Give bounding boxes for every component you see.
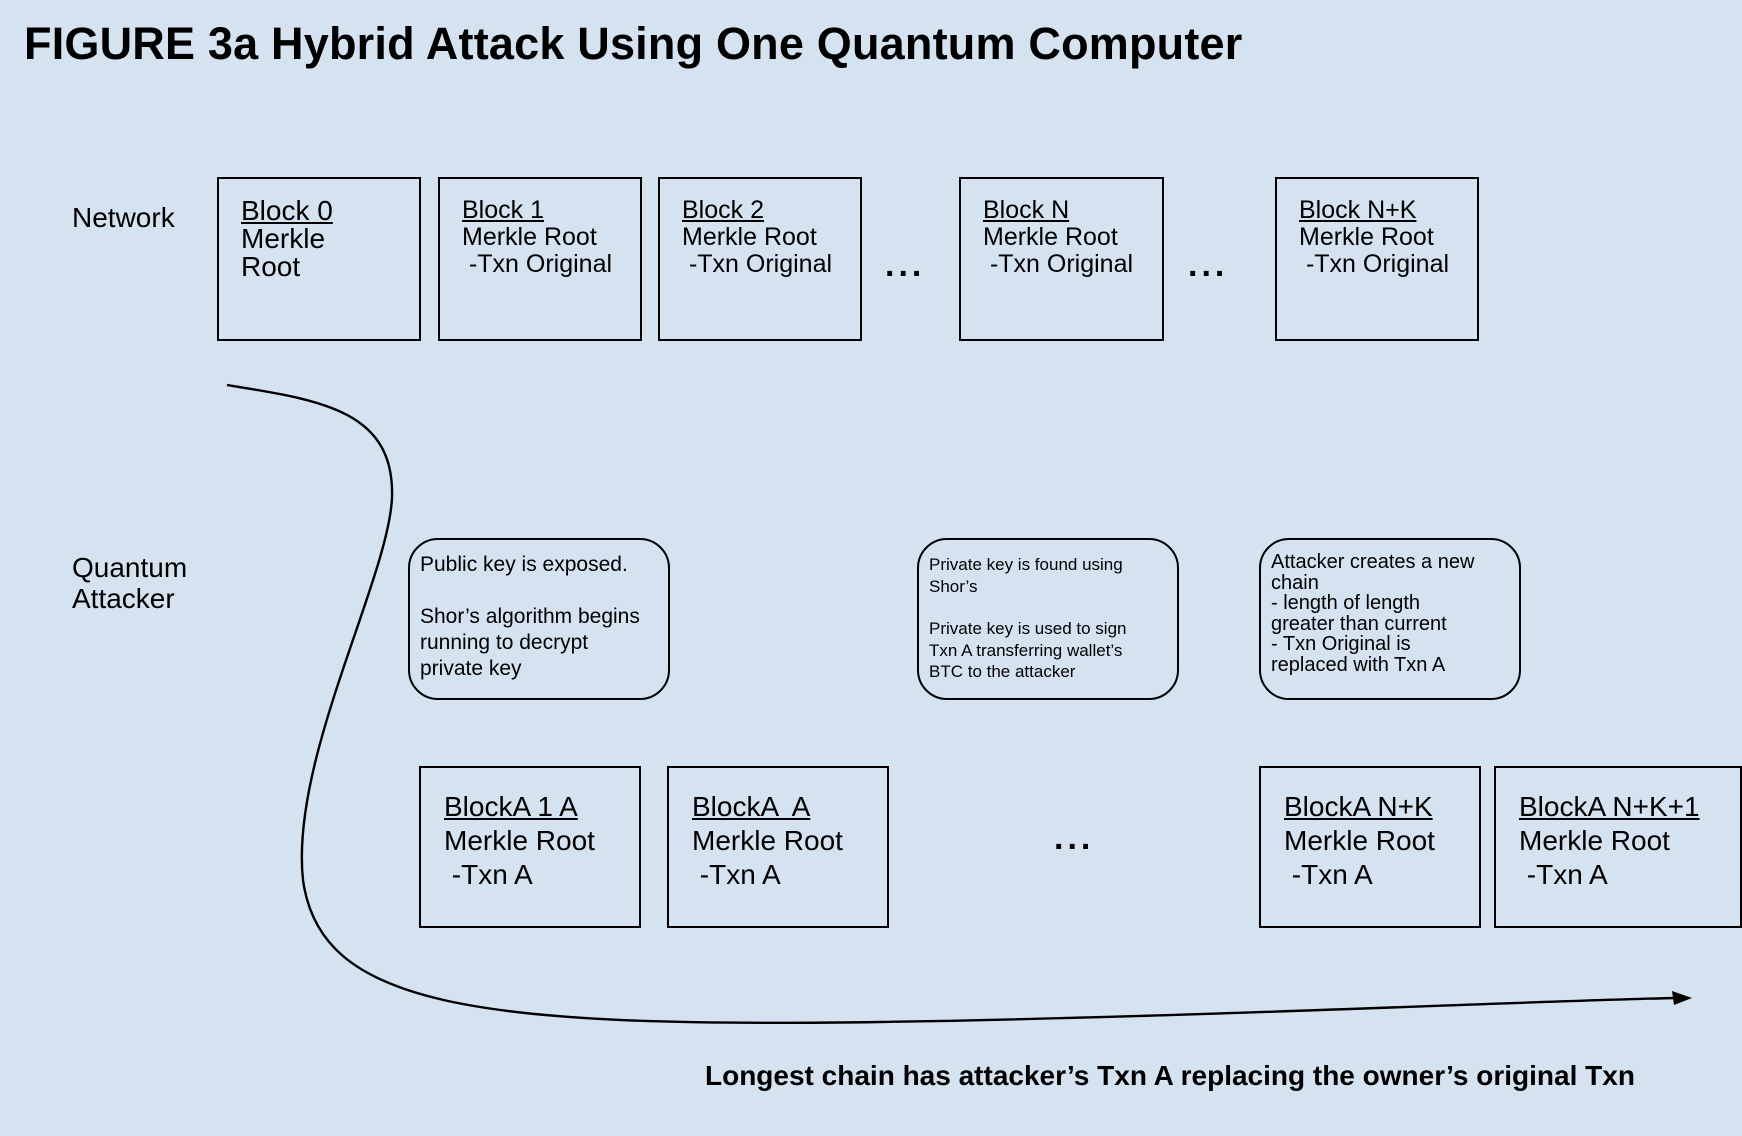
block-line: -Txn A <box>1284 859 1373 890</box>
block-line: -Txn Original <box>682 250 833 278</box>
block-line: Merkle Root <box>682 223 817 251</box>
note-private-key-found: Private key is found using Shor’s Privat… <box>917 538 1179 700</box>
block-line: -Txn A <box>692 859 781 890</box>
note-line: running to decrypt <box>420 631 589 654</box>
network-block-n: Block N Merkle Root -Txn Original <box>959 177 1164 341</box>
attacker-label-line: Quantum <box>72 552 188 583</box>
note-line: Shor’s <box>929 576 978 596</box>
block-name: Block N+K <box>1299 196 1417 224</box>
note-line: chain <box>1271 571 1319 594</box>
block-name: BlockA N+K <box>1284 791 1433 822</box>
attacker-block-2: BlockA A Merkle Root -Txn A <box>667 766 889 928</box>
block-line: Merkle Root <box>692 825 843 856</box>
block-line: Merkle Root <box>1519 825 1670 856</box>
block-line: -Txn A <box>444 859 533 890</box>
note-line: private key <box>420 657 522 680</box>
note-line: Private key is found using <box>929 555 1123 574</box>
block-line: Merkle Root <box>462 223 597 251</box>
block-line: -Txn Original <box>1299 250 1450 278</box>
note-line: Txn A transferring wallet’s <box>929 640 1123 660</box>
block-line: Merkle Root <box>444 825 595 856</box>
note-line: Attacker creates a new <box>1271 551 1475 573</box>
block-line: Merkle Root <box>1284 825 1435 856</box>
block-name: Block 2 <box>682 196 764 224</box>
network-block-1: Block 1 Merkle Root -Txn Original <box>438 177 642 341</box>
note-line: - Txn Original is <box>1271 633 1411 655</box>
attacker-block-n-k-1: BlockA N+K+1 Merkle Root -Txn A <box>1494 766 1742 928</box>
caption: Longest chain has attacker’s Txn A repla… <box>705 1060 1635 1091</box>
block-name: BlockA A <box>692 791 811 822</box>
network-block-2: Block 2 Merkle Root -Txn Original <box>658 177 862 341</box>
note-line: greater than current <box>1271 612 1447 635</box>
attacker-row-label: Quantum Attacker <box>72 552 187 614</box>
block-line: Merkle Root <box>1299 223 1434 251</box>
block-name: Block 1 <box>462 196 544 224</box>
note-line: Shor’s algorithm begins <box>420 605 640 628</box>
attacker-label-line: Attacker <box>72 583 175 614</box>
block-line: Merkle Root <box>983 223 1118 251</box>
network-label: Network <box>72 202 175 233</box>
fork-arrow-curve <box>226 383 1677 1025</box>
block-line: Merkle <box>241 223 326 254</box>
block-name: Block 0 <box>241 195 333 226</box>
block-line: Root <box>241 251 301 282</box>
block-line: -Txn Original <box>983 250 1134 278</box>
block-name: Block N <box>983 196 1070 224</box>
note-attacker-new-chain: Attacker creates a new chain - length of… <box>1259 538 1521 700</box>
note-line: replaced with Txn A <box>1271 653 1446 676</box>
figure-title: FIGURE 3a Hybrid Attack Using One Quantu… <box>24 18 1243 69</box>
note-line: BTC to the attacker <box>929 662 1076 681</box>
network-row-label: Network <box>72 202 175 233</box>
block-line: -Txn A <box>1519 859 1608 890</box>
attacker-block-1: BlockA 1 A Merkle Root -Txn A <box>419 766 641 928</box>
note-line: Private key is used to sign <box>929 619 1127 638</box>
arrow-head-icon <box>1672 991 1692 1005</box>
block-line: -Txn Original <box>462 250 613 278</box>
attacker-block-n-k: BlockA N+K Merkle Root -Txn A <box>1259 766 1481 928</box>
network-block-n-k: Block N+K Merkle Root -Txn Original <box>1275 177 1479 341</box>
network-block-0: Block 0 Merkle Root <box>217 177 421 341</box>
block-name: BlockA 1 A <box>444 791 578 822</box>
note-public-key-exposed: Public key is exposed. Shor’s algorithm … <box>408 538 670 700</box>
note-line: - length of length <box>1271 592 1420 614</box>
block-name: BlockA N+K+1 <box>1519 791 1700 822</box>
note-line: Public key is exposed. <box>420 553 628 576</box>
